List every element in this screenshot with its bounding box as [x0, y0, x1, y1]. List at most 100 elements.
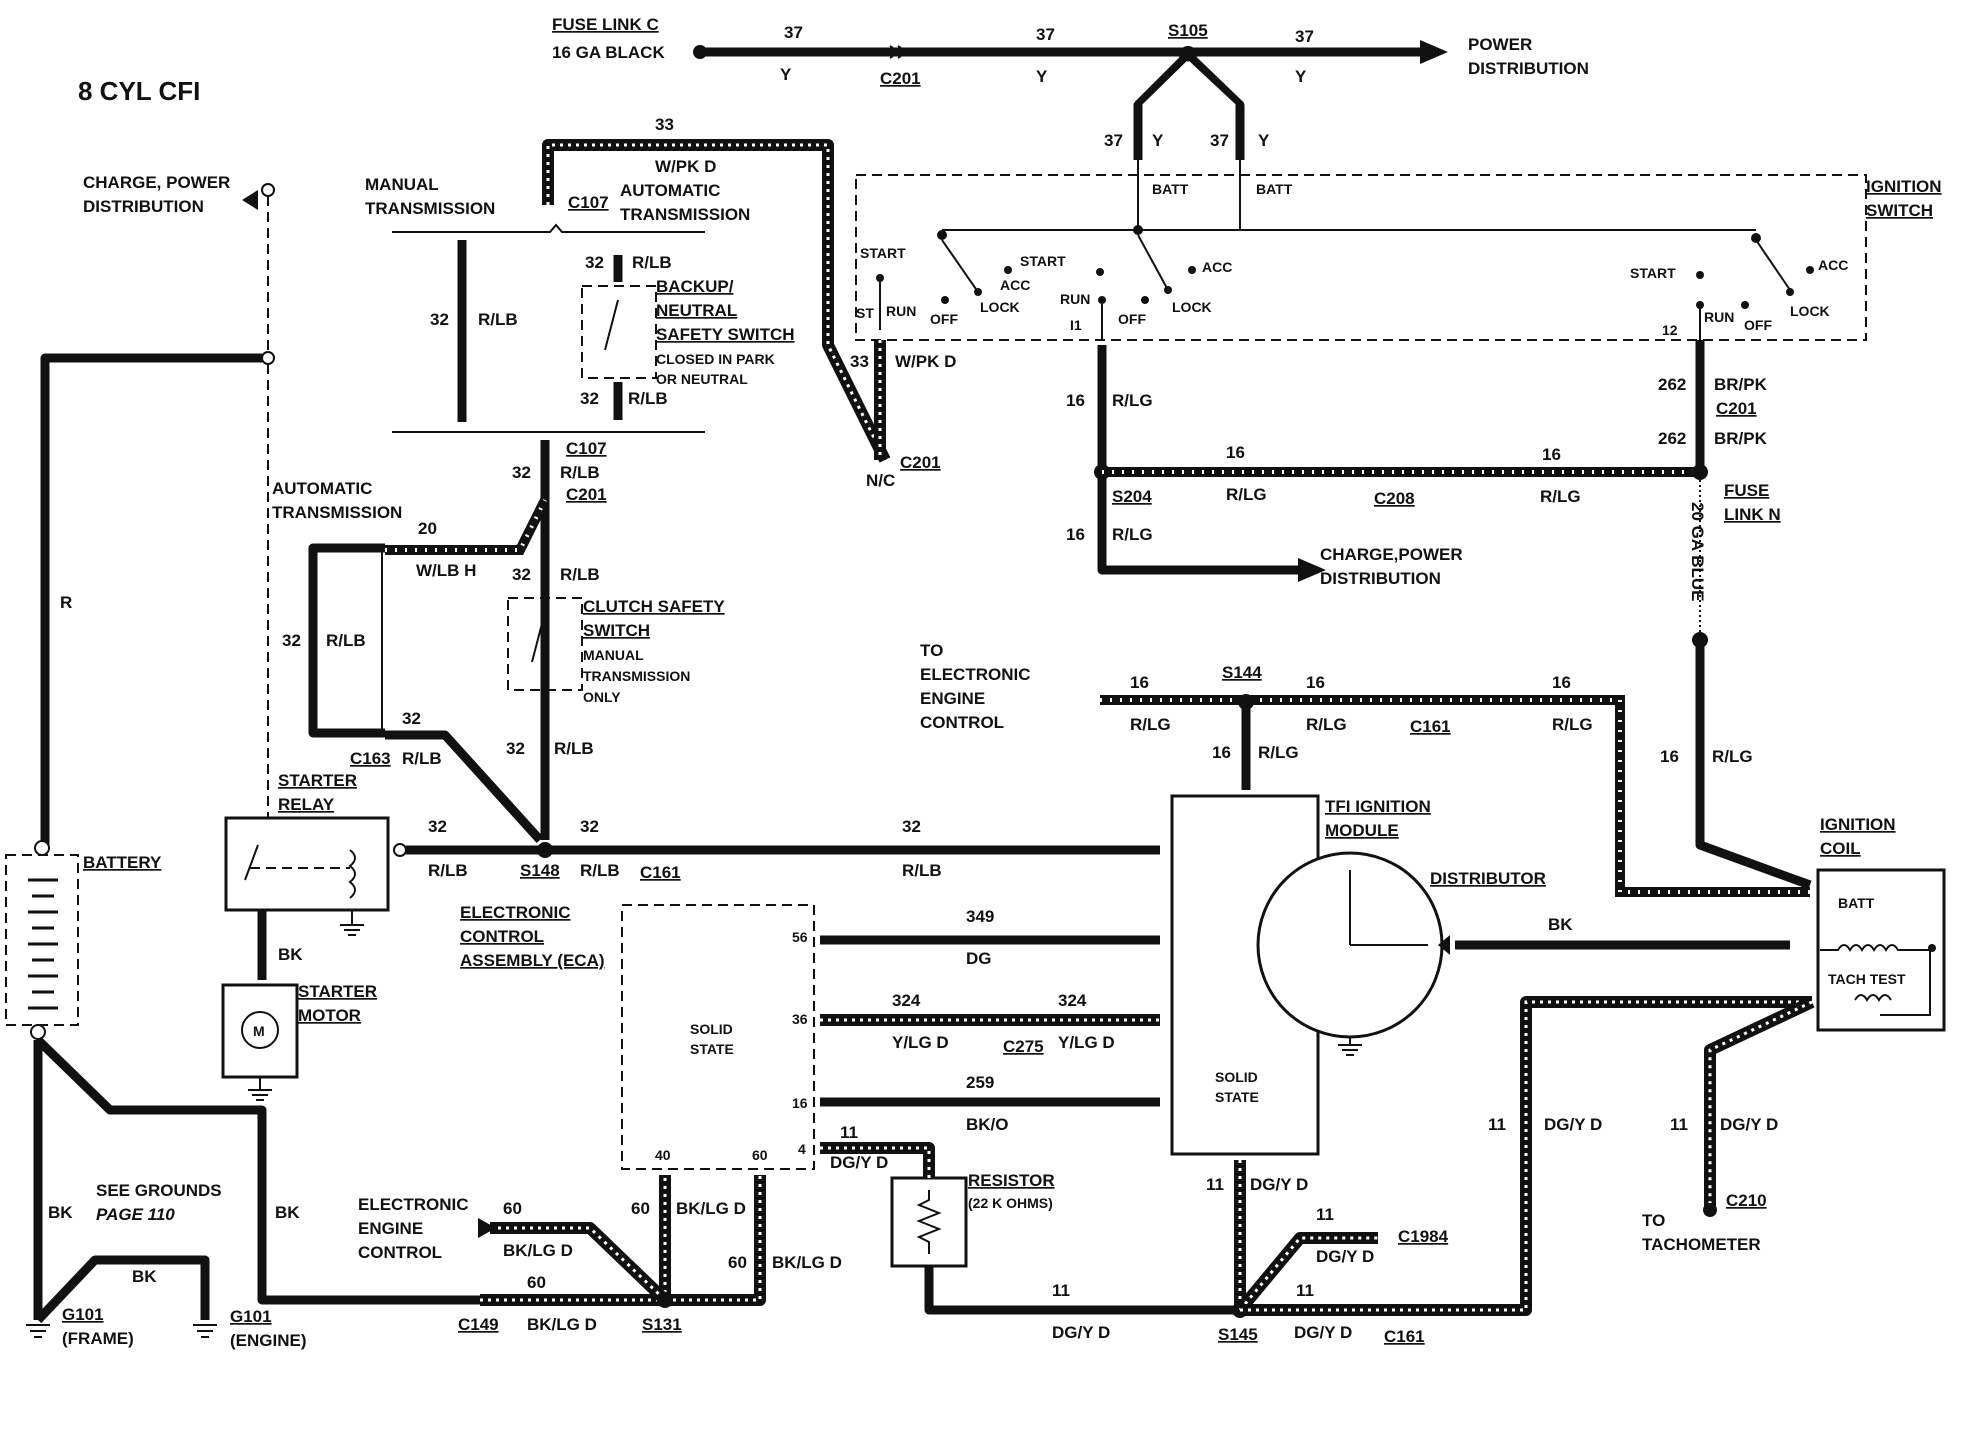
circuit-37-batt2: 37: [1210, 131, 1229, 150]
c32-c107: 32: [512, 463, 531, 482]
eca-solid-state-2: STATE: [690, 1041, 734, 1057]
backup-switch-label: BACKUP/: [656, 277, 734, 296]
dgyd-s145: DG/Y D: [1294, 1323, 1352, 1342]
power-distribution-label: POWER: [1468, 35, 1532, 54]
rlb-backup-top: R/LB: [632, 253, 672, 272]
connector-c1984: C1984: [1398, 1227, 1449, 1246]
backup-switch-label-3: SAFETY SWITCH: [656, 325, 795, 344]
bklgd-b: BK/LG D: [676, 1199, 746, 1218]
switch1-acc: ACC: [1000, 277, 1030, 293]
fuse-link-c-wire-label: 16 GA BLACK: [552, 43, 665, 62]
g101-engine-2: (ENGINE): [230, 1331, 307, 1350]
c32-backup-bot: 32: [580, 389, 599, 408]
c60-c: 60: [728, 1253, 747, 1272]
circuit-37-label: 37: [784, 23, 803, 42]
switch1-lock: LOCK: [980, 299, 1020, 315]
bklgd-c: BK/LG D: [772, 1253, 842, 1272]
auto-trans-top-2: TRANSMISSION: [620, 205, 750, 224]
charge-power-left-2: DISTRIBUTION: [83, 197, 204, 216]
connector-c201-top: C201: [880, 69, 921, 88]
switch1-run: RUN: [886, 303, 916, 319]
c16-tfi: 16: [1212, 743, 1231, 762]
c11-s145: 11: [1296, 1281, 1314, 1300]
rlb-s148: R/LB: [580, 861, 620, 880]
connector-c201-262: C201: [1716, 399, 1757, 418]
starter-relay-label: STARTER: [278, 771, 357, 790]
pin-60: 60: [752, 1147, 768, 1163]
eca-section: ELECTRONIC CONTROL ASSEMBLY (ECA) SOLID …: [358, 903, 1240, 1342]
c16-charge: 16: [1066, 525, 1085, 544]
batt-terminal-1: BATT: [1152, 181, 1189, 197]
c16-s144-b: 16: [1306, 673, 1325, 692]
c11-coil: 11: [1488, 1115, 1506, 1134]
connector-c107-a: C107: [568, 193, 609, 212]
rlg-tfi: R/LG: [1258, 743, 1299, 762]
connector-c161-c: C161: [1384, 1327, 1425, 1346]
c32-clutch-bot: 32: [506, 739, 525, 758]
connector-c163: C163: [350, 749, 391, 768]
splice-s144: S144: [1222, 663, 1262, 682]
pin-16: 16: [792, 1095, 808, 1111]
coil-tach-test: TACH TEST: [1828, 971, 1906, 987]
splice-s148: S148: [520, 861, 560, 880]
dgyd-c1984: DG/Y D: [1316, 1247, 1374, 1266]
ignition-switch: IGNITION SWITCH BATT BATT START ACC ACC …: [855, 160, 1942, 341]
switch2-lock: LOCK: [1172, 299, 1212, 315]
battery-label: BATTERY: [83, 853, 162, 872]
ylgd-b: Y/LG D: [1058, 1033, 1115, 1052]
dgyd-bottom: DG/Y D: [1052, 1323, 1110, 1342]
rlg-s144-a: R/LG: [1130, 715, 1171, 734]
terminal-12: 12: [1662, 322, 1678, 338]
c16-s144-a: 16: [1130, 673, 1149, 692]
dg-label: DG: [966, 949, 992, 968]
c11-tach: 11: [1670, 1115, 1688, 1134]
pin-36: 36: [792, 1011, 808, 1027]
c32-s148: 32: [580, 817, 599, 836]
resistor-label: RESISTOR: [968, 1171, 1055, 1190]
c60-b: 60: [631, 1199, 650, 1218]
eec-bottom-3: CONTROL: [358, 1243, 442, 1262]
wire-color-y-2: Y: [1036, 67, 1048, 86]
c16-s204: 16: [1226, 443, 1245, 462]
switch3-run: RUN: [1704, 309, 1734, 325]
rlb-backup-bot: R/LB: [628, 389, 668, 408]
switch3-lock: LOCK: [1790, 303, 1830, 319]
switch1-off: OFF: [930, 311, 958, 327]
wire-color-wpk: W/PK D: [655, 157, 716, 176]
splice-s131: S131: [642, 1315, 682, 1334]
eca-label: ELECTRONIC: [460, 903, 571, 922]
page-ref: PAGE 110: [96, 1205, 175, 1224]
c60-a: 60: [503, 1199, 522, 1218]
eca-label-2: CONTROL: [460, 927, 544, 946]
wire-color-y: Y: [780, 65, 792, 84]
to-eec: TO: [920, 641, 943, 660]
connector-c161-b: C161: [1410, 717, 1451, 736]
splice-s105: S105: [1168, 21, 1208, 40]
connector-c201-b: C201: [566, 485, 607, 504]
dgyd-coil: DG/Y D: [1544, 1115, 1602, 1134]
charge-power-mid: CHARGE,POWER: [1320, 545, 1463, 564]
clutch-switch-label-2: SWITCH: [583, 621, 650, 640]
bk-relay: BK: [278, 945, 303, 964]
splice-s204: S204: [1112, 487, 1152, 506]
c324-a: 324: [892, 991, 921, 1010]
eca-label-3: ASSEMBLY (ECA): [460, 951, 605, 970]
manual-trans-label-2: TRANSMISSION: [365, 199, 495, 218]
batt-terminal-2: BATT: [1256, 181, 1293, 197]
rlb-clutch-top: R/LB: [560, 565, 600, 584]
wire-y-batt2: Y: [1258, 131, 1270, 150]
switch3-acc: ACC: [1818, 257, 1848, 273]
c32-c163: 32: [402, 709, 421, 728]
auto-trans-top: AUTOMATIC: [620, 181, 720, 200]
tfi-label-2: MODULE: [1325, 821, 1399, 840]
ignition-section: 16 R/LG S204 16 R/LG C208 16 R/LG 16 R/L…: [920, 340, 1946, 1346]
backup-note: CLOSED IN PARK: [656, 351, 775, 367]
transmission-section: MANUAL TRANSMISSION 32 R/LB 32 R/LB BACK…: [272, 175, 795, 844]
starter-motor-label: STARTER: [298, 982, 377, 1001]
clutch-note-3: ONLY: [583, 689, 621, 705]
c20-label: 20: [418, 519, 437, 538]
tfi-label: TFI IGNITION: [1325, 797, 1431, 816]
pin-4: 4: [798, 1141, 806, 1157]
c32-clutch-top: 32: [512, 565, 531, 584]
wire-color-y-3: Y: [1295, 67, 1307, 86]
